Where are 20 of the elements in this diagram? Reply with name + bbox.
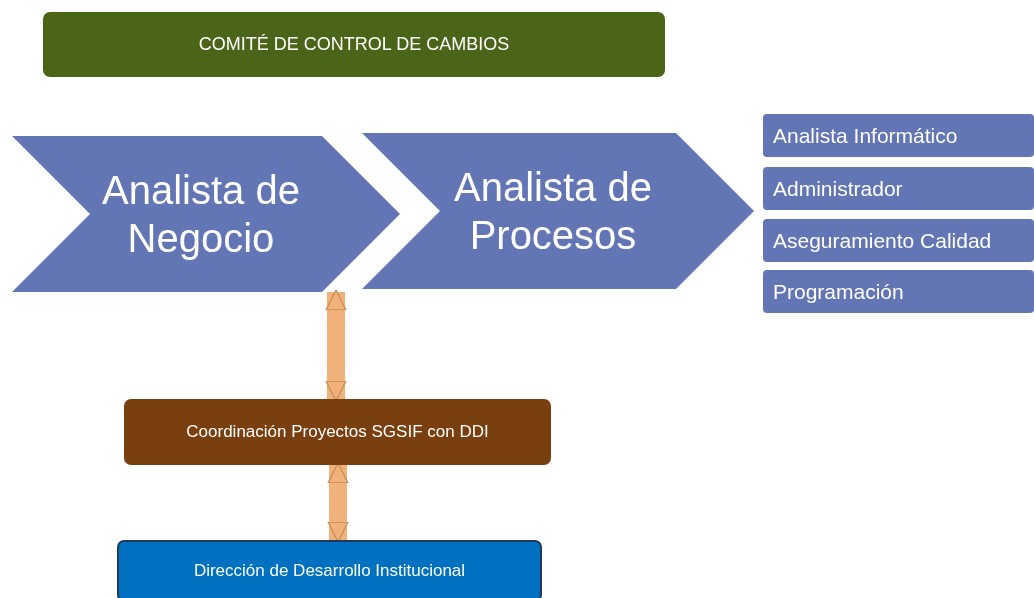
- bar-label: COMITÉ DE CONTROL DE CAMBIOS: [198, 34, 510, 55]
- bar-label: Dirección de Desarrollo Institucional: [193, 561, 466, 581]
- role-box: [763, 270, 1034, 313]
- double-arrow: [327, 462, 349, 543]
- chevron-shape: [12, 136, 400, 292]
- chevron-shape: [362, 133, 754, 289]
- role-label: Analista Informático: [773, 123, 958, 148]
- role-box: [763, 219, 1034, 262]
- title-bar: [43, 12, 665, 77]
- chevron-label: Analista de Negocio: [101, 167, 301, 262]
- title-bar: [124, 399, 551, 465]
- role-label: Aseguramiento Calidad: [773, 228, 992, 253]
- bar-label: Coordinación Proyectos SGSIF con DDI: [186, 422, 489, 442]
- chevron-label: Analista de Procesos: [453, 164, 653, 259]
- role-box: [763, 114, 1034, 157]
- title-bar: [117, 540, 542, 598]
- role-box: [763, 167, 1034, 210]
- role-label: Programación: [773, 279, 904, 304]
- role-label: Administrador: [773, 176, 903, 201]
- double-arrow: [325, 289, 347, 402]
